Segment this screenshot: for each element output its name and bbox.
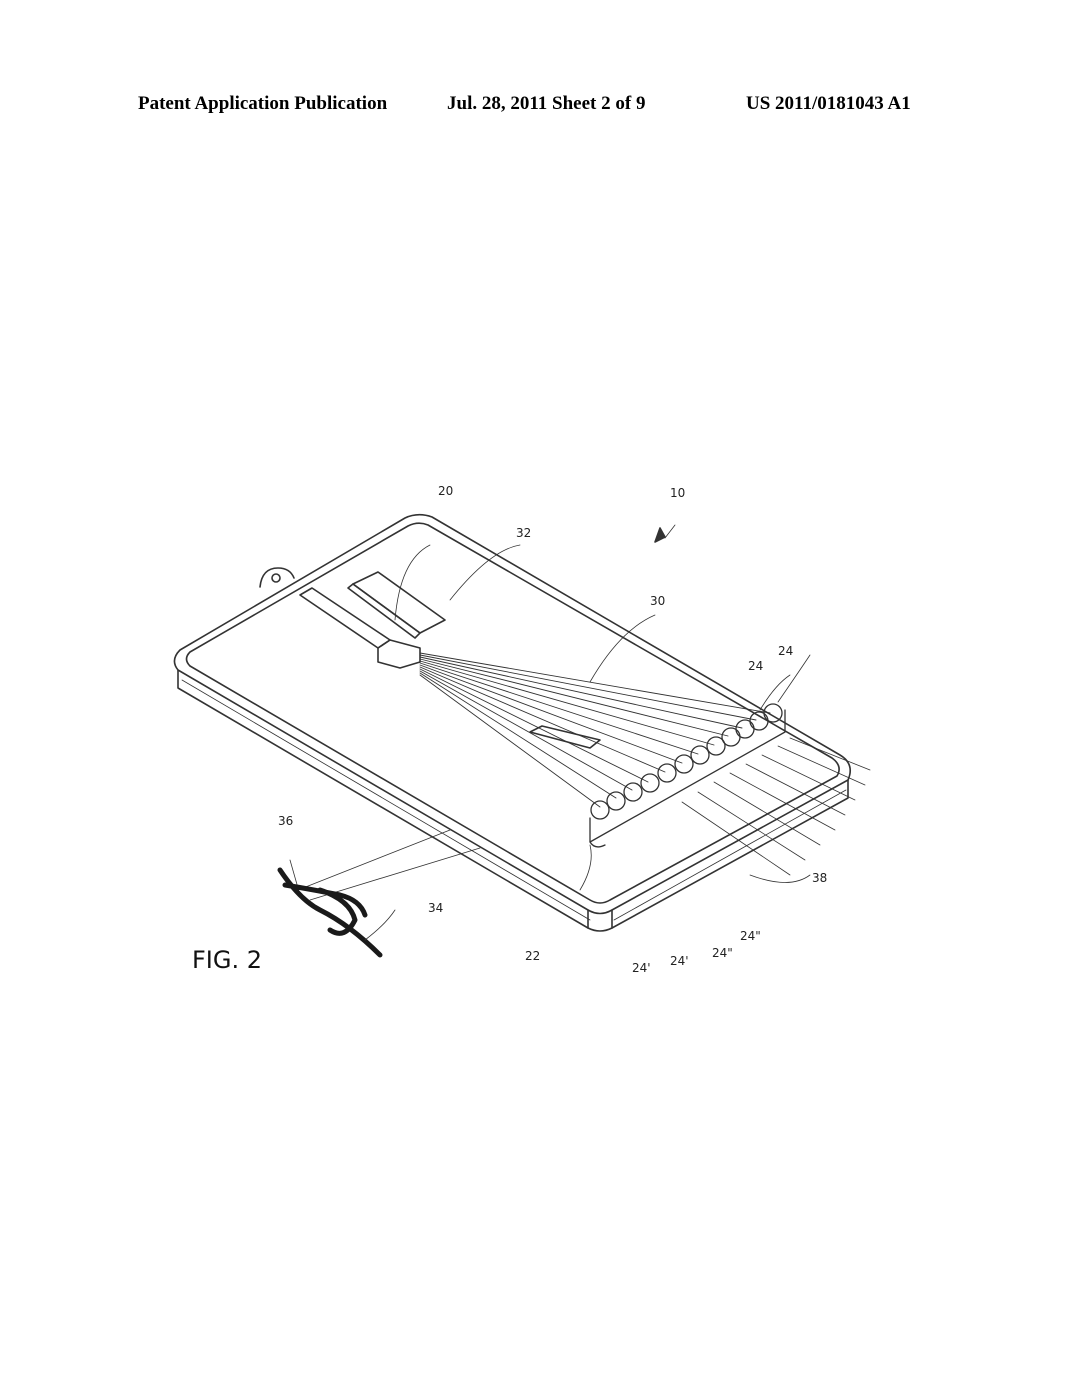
ref-32: 32: [516, 526, 531, 540]
ref-24pp-2: 24": [740, 929, 761, 943]
ref-30: 30: [650, 594, 665, 608]
ref-24-b: 24: [778, 644, 793, 658]
hang-tab: [259, 567, 295, 588]
page-header: Patent Application Publication Jul. 28, …: [0, 93, 1080, 123]
date-sheet-label: Jul. 28, 2011 Sheet 2 of 9: [447, 93, 646, 114]
figure-caption: FIG. 2: [192, 946, 262, 974]
led-row: [589, 703, 786, 848]
ref-24-a: 24: [748, 659, 763, 673]
ref-34: 34: [428, 901, 443, 915]
ref-10: 10: [670, 486, 685, 500]
ref-24pp-1: 24": [712, 946, 733, 960]
ref-20: 20: [438, 484, 453, 498]
ref-24p-2: 24': [670, 954, 689, 968]
tray-rim-inner: [185, 522, 840, 904]
rope-knot: [277, 867, 383, 958]
ref-36: 36: [278, 814, 293, 828]
ref-22: 22: [525, 949, 540, 963]
patent-number: US 2011/0181043 A1: [746, 93, 911, 114]
ref-24p-1: 24': [632, 961, 651, 975]
publication-label: Patent Application Publication: [138, 93, 388, 114]
patent-figure: 20 10 32 30 24 24 36 34 22 24' 24' 24" 2…: [150, 470, 910, 990]
tray-side-right: [611, 779, 849, 929]
ref-38: 38: [812, 871, 827, 885]
tray-side-left: [177, 669, 613, 932]
figure-drawing: 20 10 32 30 24 24 36 34 22 24' 24' 24" 2…: [173, 484, 871, 975]
